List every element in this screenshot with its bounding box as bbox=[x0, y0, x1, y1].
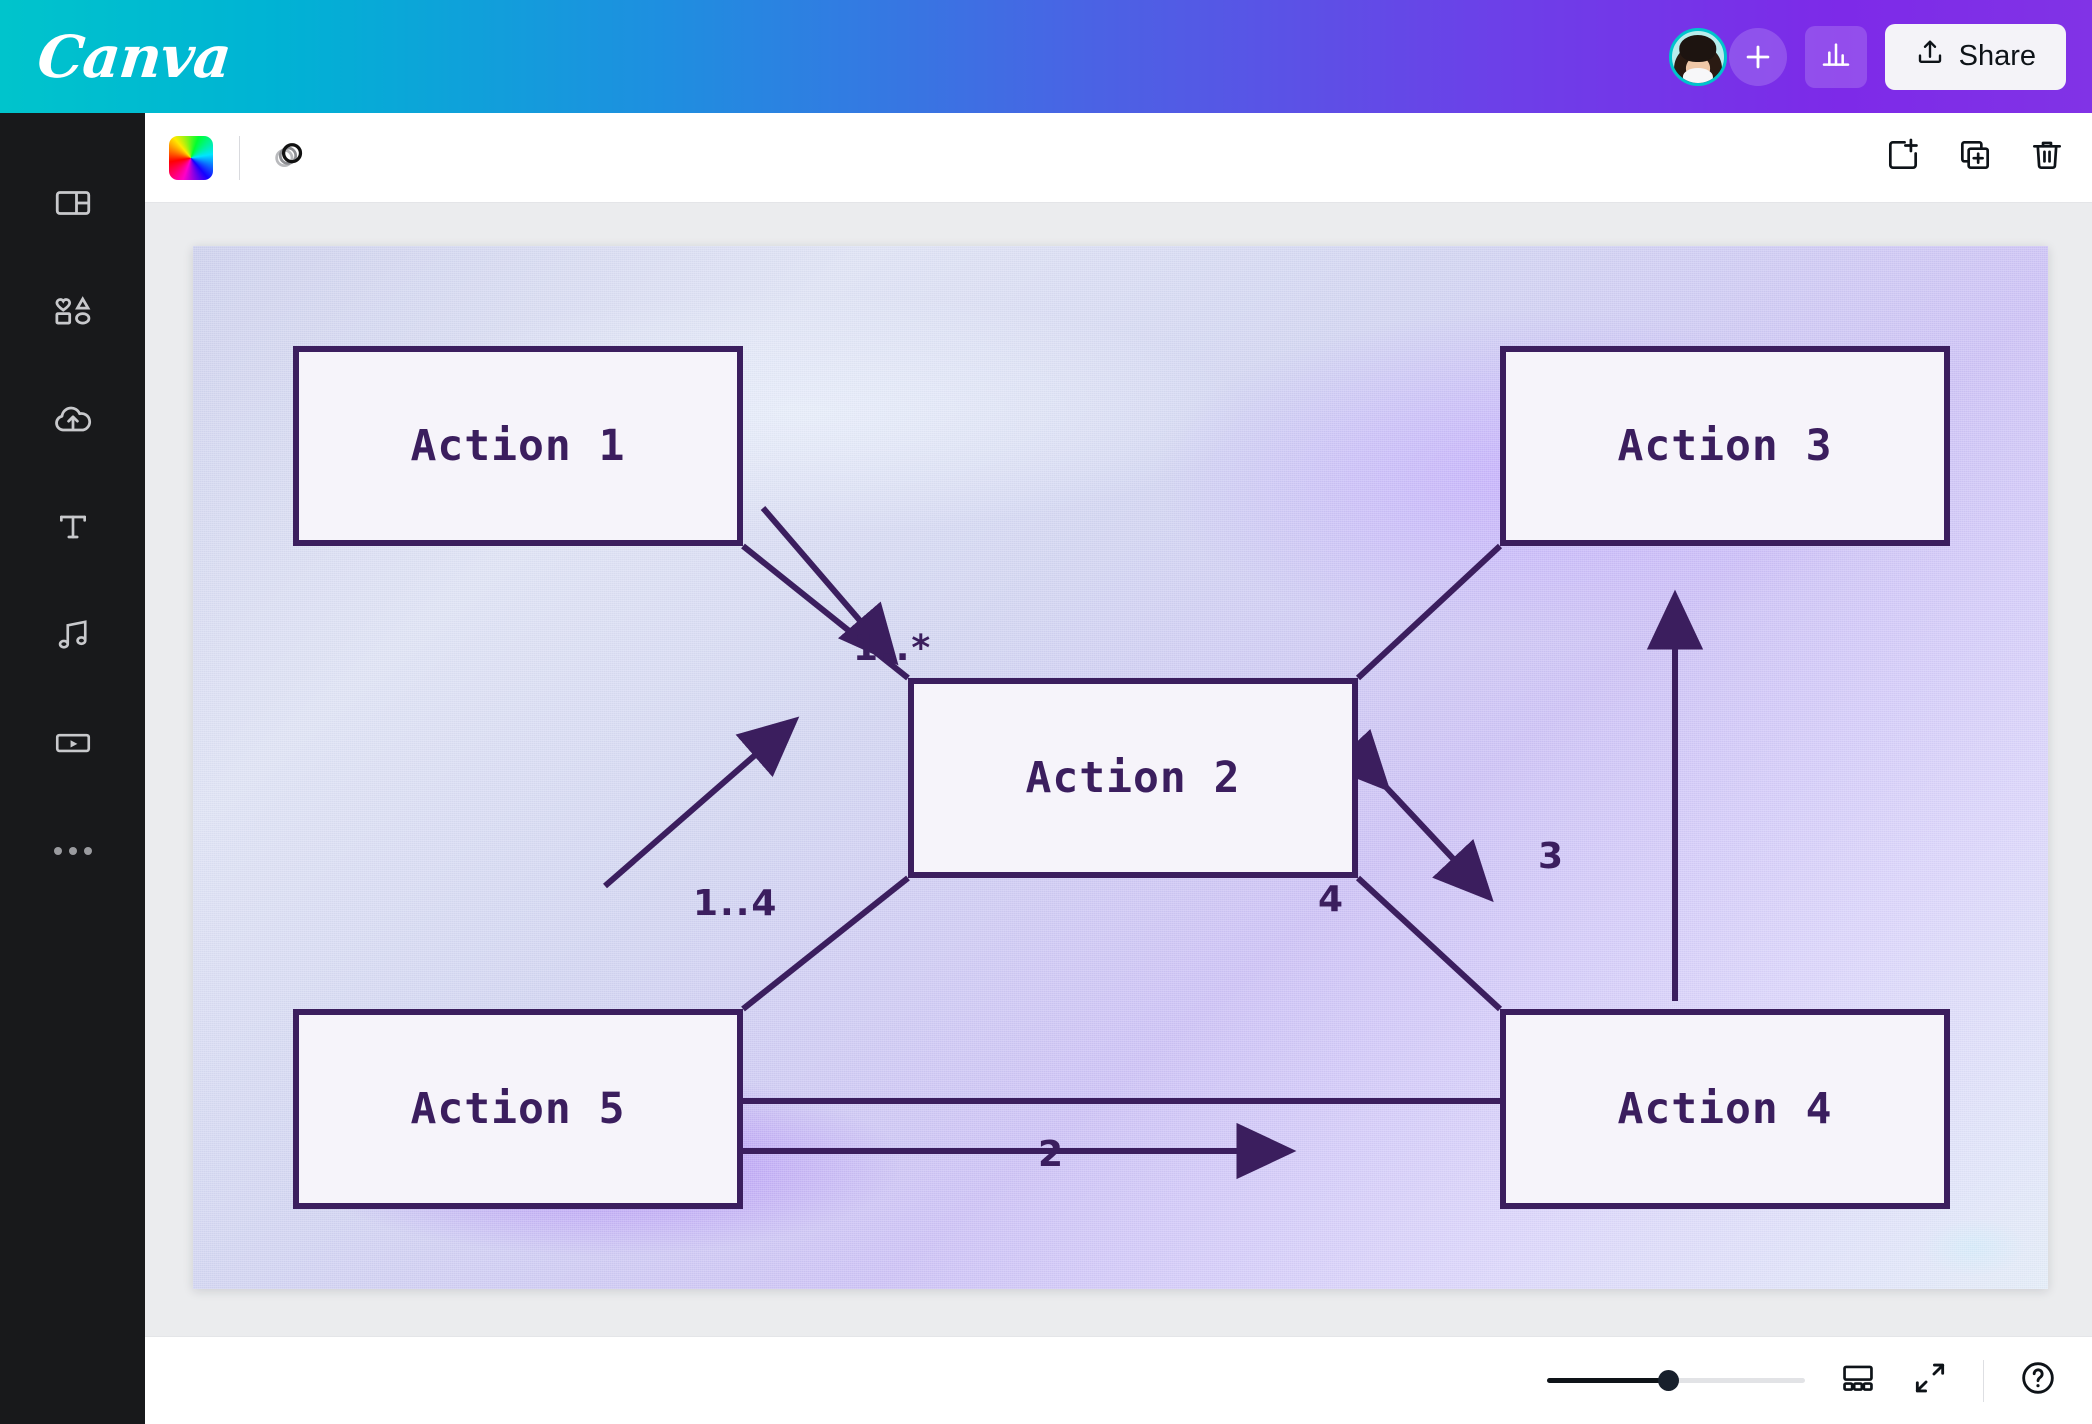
diagram-node-action-5[interactable]: Action 5 bbox=[293, 1009, 743, 1209]
canva-logo[interactable]: Canva bbox=[34, 22, 234, 91]
node-label: Action 4 bbox=[1617, 1084, 1833, 1134]
node-label: Action 3 bbox=[1617, 421, 1833, 471]
element-toolbar bbox=[145, 113, 2092, 203]
diagram-node-action-1[interactable]: Action 1 bbox=[293, 346, 743, 546]
edge-label-1-4: 1..4 bbox=[693, 883, 779, 924]
zoom-thumb[interactable] bbox=[1658, 1370, 1680, 1391]
sidebar-item-audio[interactable] bbox=[0, 583, 145, 691]
diagram-node-action-2[interactable]: Action 2 bbox=[908, 678, 1358, 878]
ellipsis-icon bbox=[51, 843, 95, 864]
left-sidebar bbox=[0, 113, 145, 1424]
edge-label-1-star: 1..* bbox=[853, 628, 933, 669]
fullscreen-button[interactable] bbox=[1911, 1359, 1949, 1402]
bottom-toolbar bbox=[145, 1336, 2092, 1424]
expand-arrows-icon bbox=[1911, 1359, 1949, 1402]
node-label: Action 5 bbox=[410, 1084, 626, 1134]
delete-button[interactable] bbox=[2028, 136, 2066, 179]
share-label: Share bbox=[1958, 40, 2036, 72]
bottom-divider bbox=[1983, 1359, 1984, 1402]
canvas-stage: Action 1 Action 2 Action 3 Action 4 Acti… bbox=[145, 203, 2092, 1336]
header-actions: Share bbox=[1668, 23, 2066, 90]
node-label: Action 1 bbox=[410, 421, 626, 471]
question-mark-icon bbox=[2018, 1358, 2058, 1403]
trash-icon bbox=[2028, 136, 2066, 179]
music-note-icon bbox=[52, 614, 94, 661]
connector-a2-a3 bbox=[1355, 543, 1503, 681]
diagram-node-action-4[interactable]: Action 4 bbox=[1500, 1009, 1950, 1209]
transparency-button[interactable] bbox=[266, 133, 310, 182]
share-button[interactable]: Share bbox=[1884, 23, 2066, 90]
top-header-bar: Canva bbox=[0, 0, 2092, 113]
rainbow-color-swatch[interactable] bbox=[169, 135, 213, 180]
cloud-upload-icon bbox=[51, 397, 95, 446]
help-button[interactable] bbox=[2018, 1358, 2058, 1403]
analytics-button[interactable] bbox=[1804, 25, 1867, 88]
duplicate-page-icon bbox=[1956, 136, 1994, 179]
node-label: Action 2 bbox=[1025, 753, 1241, 803]
diagram-connectors bbox=[603, 506, 1704, 1180]
sidebar-item-design[interactable] bbox=[0, 151, 145, 259]
add-page-button[interactable] bbox=[1884, 136, 1922, 179]
bar-chart-icon bbox=[1820, 38, 1852, 75]
grid-view-button[interactable] bbox=[1839, 1359, 1877, 1402]
page-actions bbox=[1884, 136, 2066, 179]
avatar[interactable] bbox=[1668, 27, 1727, 86]
zoom-slider[interactable] bbox=[1547, 1370, 1805, 1392]
sidebar-item-more[interactable] bbox=[0, 799, 145, 907]
plus-icon bbox=[1741, 40, 1775, 74]
sidebar-item-elements[interactable] bbox=[0, 259, 145, 367]
edge-label-4: 4 bbox=[1318, 879, 1346, 920]
shapes-icon bbox=[51, 289, 95, 338]
sidebar-item-text[interactable] bbox=[0, 475, 145, 583]
add-collaborator-button[interactable] bbox=[1728, 27, 1787, 86]
edge-label-3: 3 bbox=[1538, 836, 1566, 877]
video-play-icon bbox=[52, 722, 94, 769]
upload-icon bbox=[1915, 38, 1945, 76]
zoom-fill bbox=[1547, 1378, 1669, 1383]
sidebar-item-uploads[interactable] bbox=[0, 367, 145, 475]
page-grid-icon bbox=[1839, 1359, 1877, 1402]
toolbar-divider bbox=[239, 135, 240, 180]
connector-a2-a4 bbox=[1355, 875, 1503, 1012]
transparency-circles-icon bbox=[266, 133, 310, 182]
connector-a5-a2 bbox=[741, 875, 910, 1012]
duplicate-page-button[interactable] bbox=[1956, 136, 1994, 179]
arrow-a1-a2 bbox=[760, 506, 899, 666]
sidebar-item-videos[interactable] bbox=[0, 691, 145, 799]
layout-panel-icon bbox=[52, 182, 94, 229]
arrow-a2-a4 bbox=[1329, 729, 1494, 903]
text-t-icon bbox=[53, 507, 93, 552]
activity-diagram: Action 1 Action 2 Action 3 Action 4 Acti… bbox=[193, 246, 2048, 1289]
add-page-icon bbox=[1884, 136, 1922, 179]
arrow-a5-a2 bbox=[603, 716, 800, 889]
diagram-node-action-3[interactable]: Action 3 bbox=[1500, 346, 1950, 546]
design-page[interactable]: Action 1 Action 2 Action 3 Action 4 Acti… bbox=[193, 246, 2048, 1289]
edge-label-2: 2 bbox=[1038, 1134, 1066, 1175]
